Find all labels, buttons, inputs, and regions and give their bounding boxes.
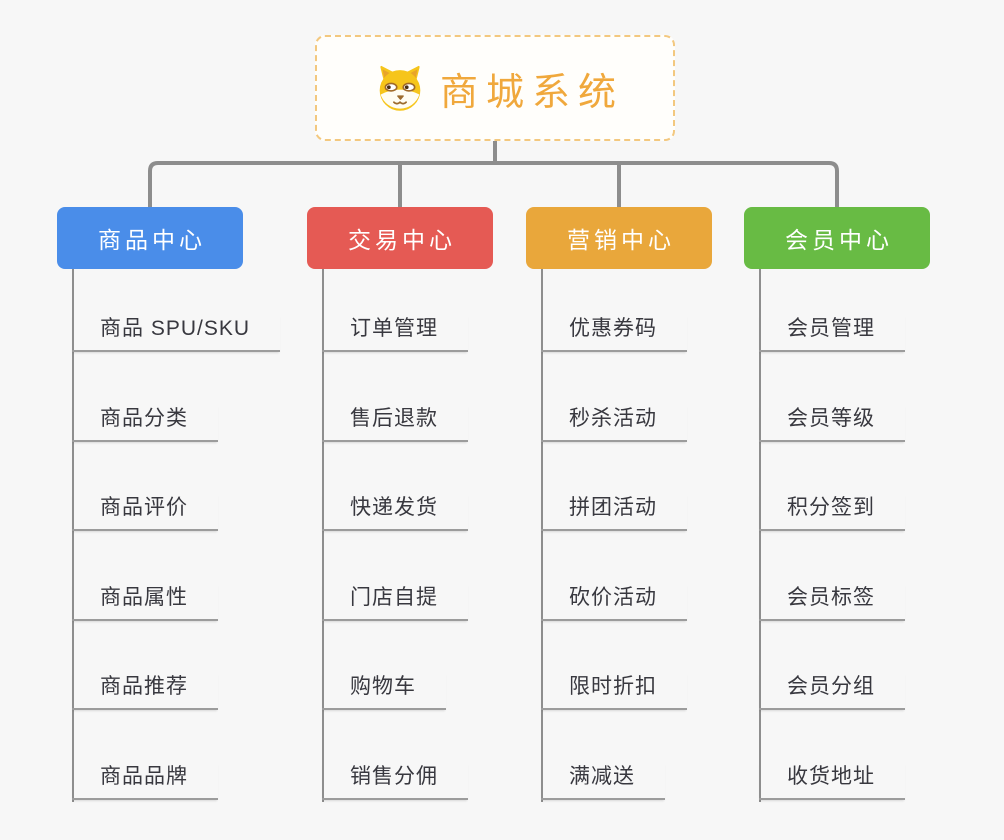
leaf-label: 会员标签 xyxy=(787,586,875,609)
branch-column-2: 交易中心订单管理售后退款快递发货门店自提购物车销售分佣 xyxy=(307,207,567,840)
leaf-label: 购物车 xyxy=(350,675,416,698)
leaf-node[interactable]: 秒杀活动 xyxy=(541,404,687,442)
branch-column-3: 营销中心优惠券码秒杀活动拼团活动砍价活动限时折扣满减送 xyxy=(526,207,786,840)
leaf-label: 商品分类 xyxy=(100,407,188,430)
leaf-label: 销售分佣 xyxy=(350,765,438,788)
leaf-node[interactable]: 限时折扣 xyxy=(541,672,687,710)
branch-label: 商品中心 xyxy=(98,227,206,253)
leaf-node[interactable]: 会员标签 xyxy=(759,583,905,621)
leaf-label: 订单管理 xyxy=(350,317,438,340)
branch-label: 营销中心 xyxy=(567,227,675,253)
leaf-label: 拼团活动 xyxy=(569,496,657,519)
branch-node[interactable]: 会员中心 xyxy=(744,207,930,269)
branch-column-1: 商品中心商品 SPU/SKU 商品分类商品评价商品属性商品推荐商品品牌 xyxy=(57,207,317,840)
root-node[interactable]: 商城系统 xyxy=(315,35,675,141)
branch-node[interactable]: 交易中心 xyxy=(307,207,493,269)
leaf-node[interactable]: 会员分组 xyxy=(759,672,905,710)
leaf-label: 售后退款 xyxy=(350,407,438,430)
leaf-node[interactable]: 快递发货 xyxy=(322,493,468,531)
leaf-node[interactable]: 拼团活动 xyxy=(541,493,687,531)
leaf-node[interactable]: 积分签到 xyxy=(759,493,905,531)
branch-bus-line xyxy=(148,161,839,207)
leaf-node[interactable]: 商品 SPU/SKU xyxy=(72,314,281,352)
leaf-label: 商品属性 xyxy=(100,586,188,609)
leaf-node[interactable]: 商品推荐 xyxy=(72,672,218,710)
leaf-label: 商品 SPU/SKU xyxy=(100,317,251,340)
leaf-label: 砍价活动 xyxy=(569,586,657,609)
branch-spine-line xyxy=(322,269,324,802)
branch-spine-line xyxy=(541,269,543,802)
dog-icon xyxy=(379,65,421,111)
leaf-node[interactable]: 满减送 xyxy=(541,762,665,800)
leaf-label: 满减送 xyxy=(569,765,635,788)
leaf-node[interactable]: 砍价活动 xyxy=(541,583,687,621)
leaf-label: 会员等级 xyxy=(787,407,875,430)
leaf-label: 快递发货 xyxy=(350,496,438,519)
branch-node[interactable]: 商品中心 xyxy=(57,207,243,269)
leaf-label: 商品评价 xyxy=(100,496,188,519)
leaf-node[interactable]: 订单管理 xyxy=(322,314,468,352)
leaf-label: 优惠券码 xyxy=(569,317,657,340)
leaf-node[interactable]: 购物车 xyxy=(322,672,446,710)
leaf-node[interactable]: 商品品牌 xyxy=(72,762,218,800)
leaf-node[interactable]: 门店自提 xyxy=(322,583,468,621)
leaf-node[interactable]: 优惠券码 xyxy=(541,314,687,352)
leaf-node[interactable]: 商品属性 xyxy=(72,583,218,621)
leaf-label: 限时折扣 xyxy=(569,675,657,698)
leaf-label: 秒杀活动 xyxy=(569,407,657,430)
leaf-label: 积分签到 xyxy=(787,496,875,519)
branch-label: 交易中心 xyxy=(348,227,456,253)
leaf-node[interactable]: 商品评价 xyxy=(72,493,218,531)
leaf-label: 商品品牌 xyxy=(100,765,188,788)
leaf-label: 会员分组 xyxy=(787,675,875,698)
leaf-label: 收货地址 xyxy=(787,765,875,788)
branch-spine-line xyxy=(759,269,761,802)
leaf-node[interactable]: 会员等级 xyxy=(759,404,905,442)
leaf-node[interactable]: 销售分佣 xyxy=(322,762,468,800)
leaf-node[interactable]: 售后退款 xyxy=(322,404,468,442)
branch-label: 会员中心 xyxy=(785,227,893,253)
leaf-label: 会员管理 xyxy=(787,317,875,340)
branch-node[interactable]: 营销中心 xyxy=(526,207,712,269)
leaf-label: 商品推荐 xyxy=(100,675,188,698)
leaf-node[interactable]: 会员管理 xyxy=(759,314,905,352)
leaf-node[interactable]: 收货地址 xyxy=(759,762,905,800)
leaf-node[interactable]: 商品分类 xyxy=(72,404,218,442)
branch-column-4: 会员中心会员管理会员等级积分签到会员标签会员分组收货地址 xyxy=(744,207,1004,840)
branch-spine-line xyxy=(72,269,74,802)
leaf-label: 门店自提 xyxy=(350,586,438,609)
root-title: 商城系统 xyxy=(439,71,624,114)
